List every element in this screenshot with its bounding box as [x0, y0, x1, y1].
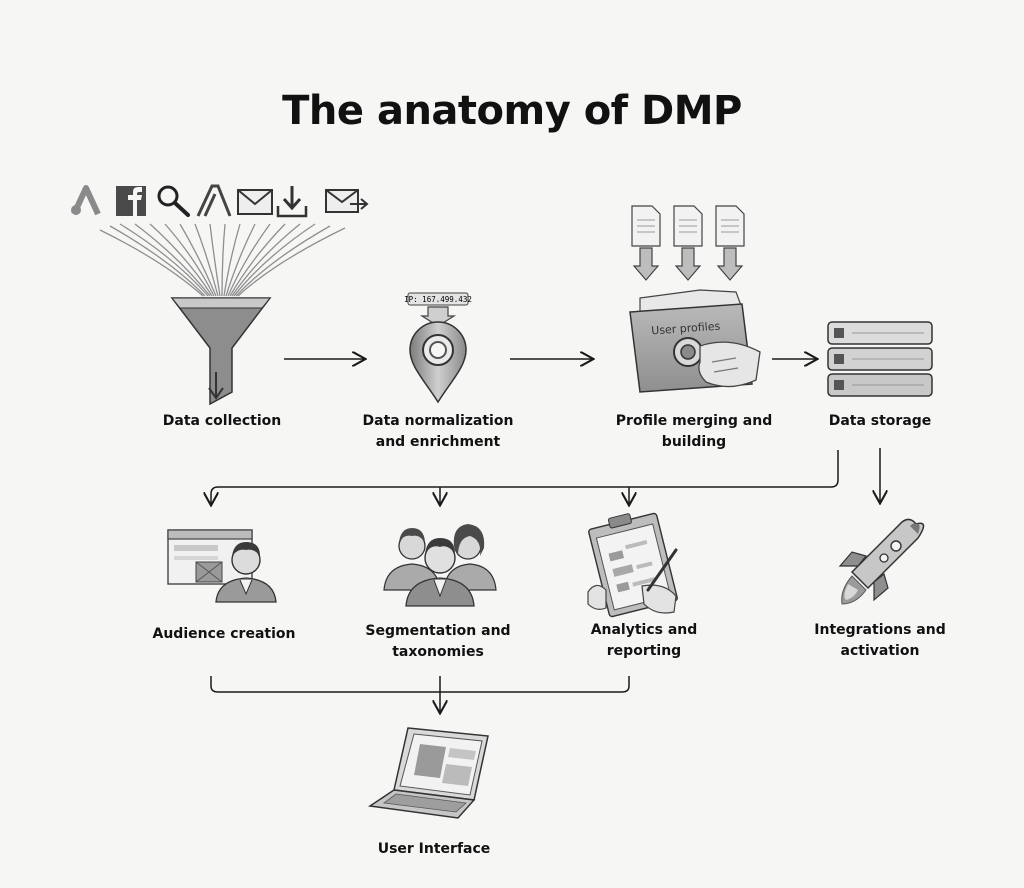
label-user-interface: User Interface: [377, 841, 491, 857]
label-data-storage: Data storage: [828, 413, 932, 429]
label-audience-creation: Audience creation: [152, 626, 296, 642]
data-streams: [99, 223, 346, 297]
person-icon: [215, 542, 277, 603]
funnel-icon: [170, 297, 272, 406]
download-icon: [276, 186, 308, 218]
audience-browser-icon: [167, 529, 253, 585]
connector-bracket: [210, 676, 630, 693]
label-integrations: Integrations and activation: [814, 622, 946, 659]
label-analytics: Analytics and reporting: [590, 622, 698, 659]
mail-icon: [237, 189, 273, 215]
search-icon: [157, 185, 190, 217]
ip-address-text: IP: 167.499.432: [404, 295, 472, 304]
label-data-collection: Data collection: [162, 413, 282, 429]
document-icon: [715, 205, 745, 281]
document-icon: [673, 205, 703, 281]
clipboard-report-icon: [587, 512, 678, 618]
document-icons: [631, 205, 745, 281]
folder-label: User profiles: [651, 320, 721, 338]
ads-logo-icon: [71, 185, 101, 216]
user-profiles-folder-icon: User profiles: [629, 289, 761, 393]
ip-tag: IP: 167.499.432: [404, 292, 472, 306]
diagram-title: The anatomy of DMP: [282, 88, 742, 134]
server-stack-icon: [827, 321, 933, 397]
mail-forward-icon: [325, 189, 369, 213]
people-group-icon: [383, 524, 497, 607]
document-icon: [631, 205, 661, 281]
label-segmentation: Segmentation and taxonomies: [365, 623, 511, 660]
location-pin-icon: [409, 306, 467, 404]
label-data-normalization: Data normalization and enrichment: [362, 413, 514, 450]
analytics-logo-icon: [196, 184, 232, 217]
facebook-icon: [116, 186, 146, 216]
rocket-icon: [838, 518, 925, 605]
label-profile-merging: Profile merging and building: [615, 413, 773, 450]
connector-storage-to-audience: [211, 450, 839, 504]
laptop-icon: [367, 727, 489, 819]
